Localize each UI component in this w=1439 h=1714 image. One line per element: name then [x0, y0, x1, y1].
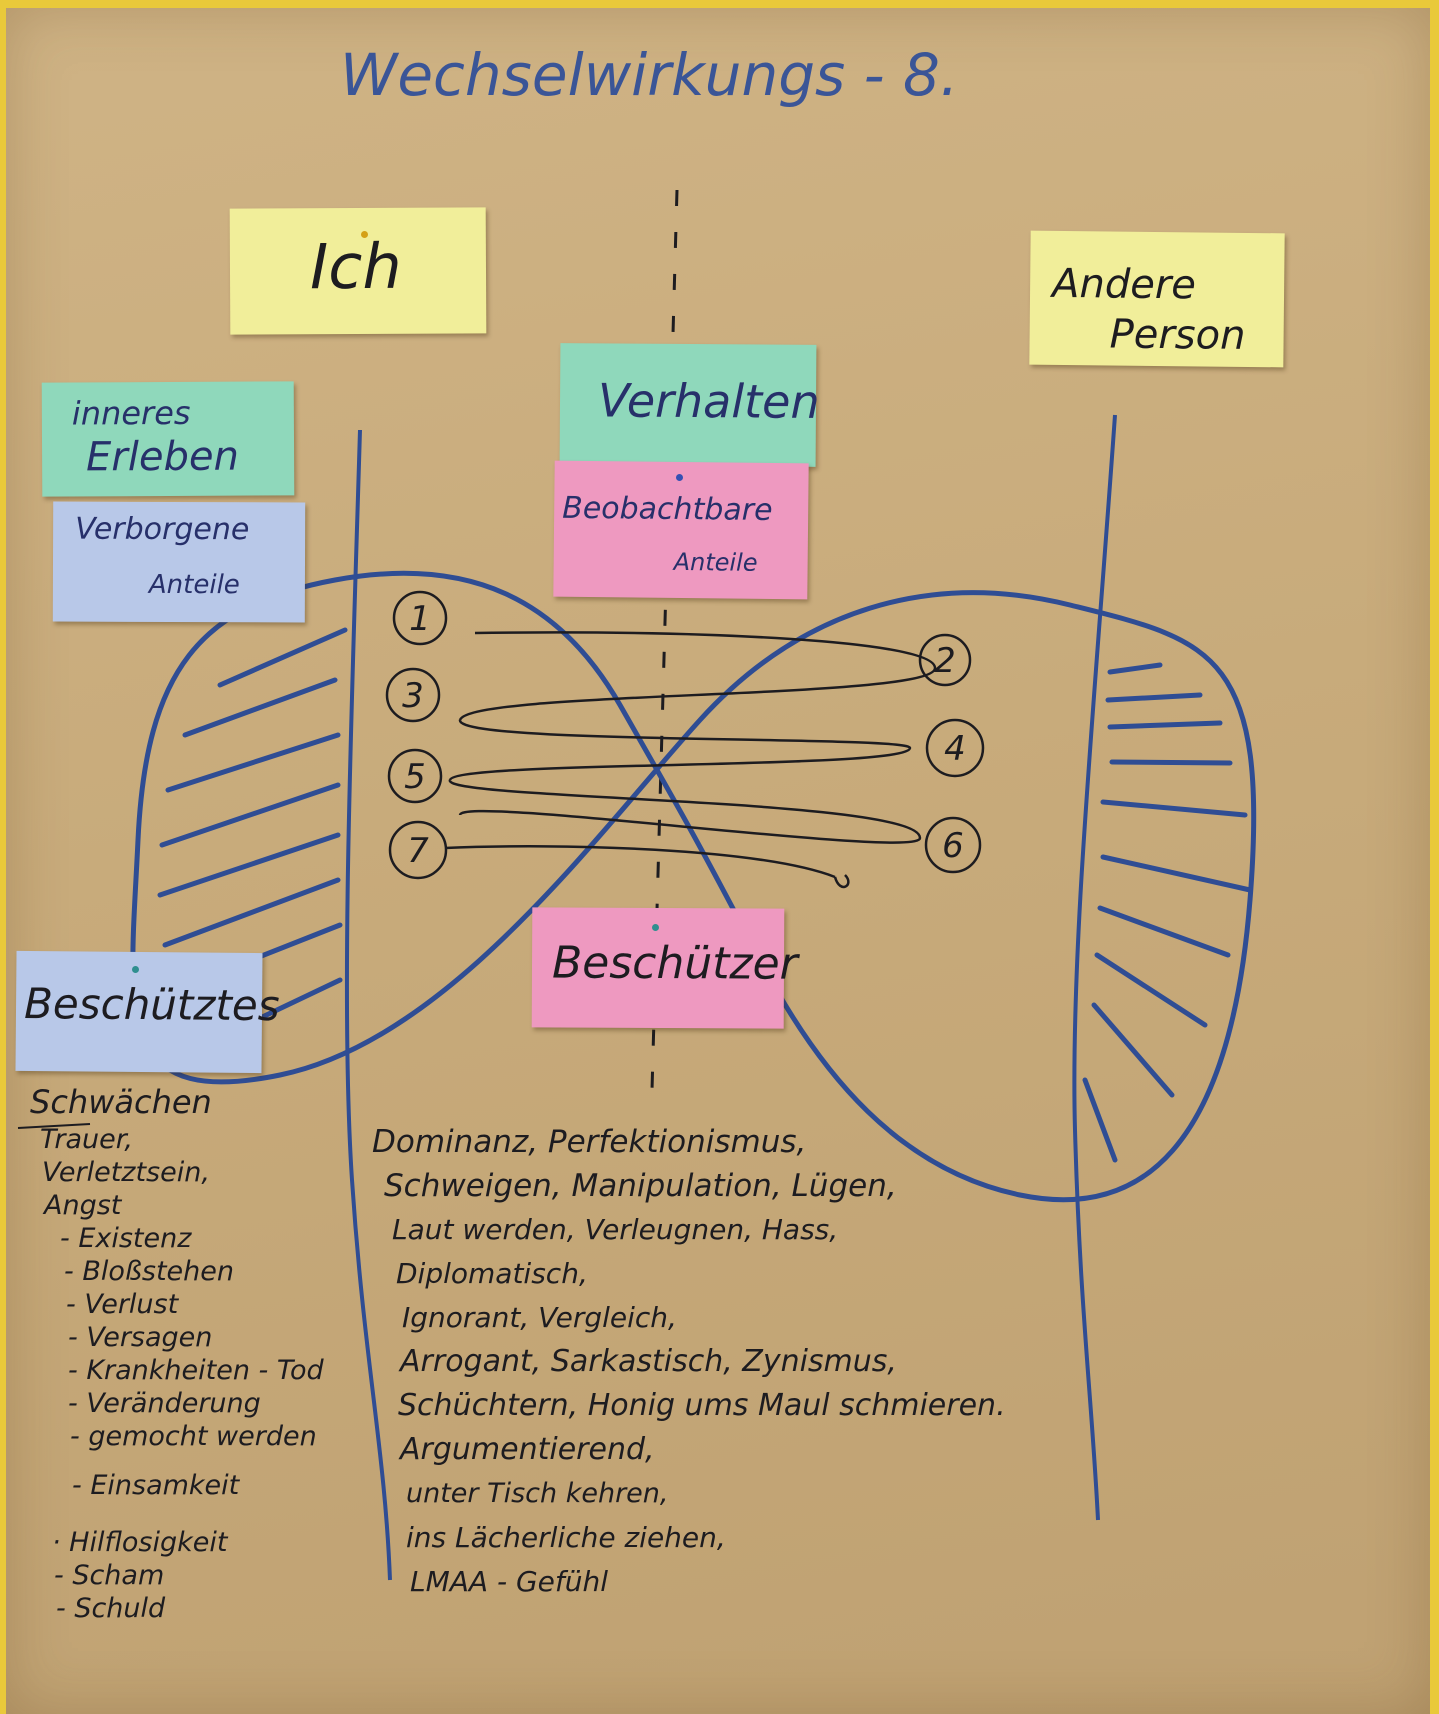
list-item: - Krankheiten - Tod [68, 1355, 324, 1386]
note-verhalten: Verhalten [559, 343, 820, 467]
loop-5-6 [448, 778, 922, 844]
number-1: 1 [409, 599, 431, 639]
right-hatching [1082, 662, 1253, 1163]
left-boundary-line [344, 429, 392, 1581]
circle-7 [388, 820, 448, 880]
list-item: Arrogant, Sarkastisch, Zynismus, [400, 1344, 897, 1379]
list-item: Dominanz, Perfektionismus, [372, 1124, 807, 1160]
list-item: unter Tisch kehren, [406, 1478, 669, 1509]
note-verhalten-label: Verhalten [597, 373, 820, 429]
loop-3-4 [448, 718, 912, 782]
note-beschuetztes: Beschütztes [15, 950, 280, 1074]
pin-teal [652, 924, 659, 931]
loop-1-2 [458, 631, 937, 721]
note-beobachtbare-line1: Beobachtbare [562, 490, 773, 528]
note-beobachtbare-anteile: Beobachtbare Anteile [553, 460, 809, 600]
diagram-title: Wechselwirkungs - 8. [340, 41, 958, 109]
list-item: - Bloßstehen [64, 1256, 234, 1287]
list-item: Ignorant, Vergleich, [402, 1301, 677, 1334]
number-5: 5 [404, 757, 426, 797]
list-item: Schweigen, Manipulation, Lügen, [384, 1168, 897, 1204]
list-item: Schüchtern, Honig ums Maul schmieren. [398, 1388, 1006, 1423]
list-item: - Versagen [68, 1322, 213, 1353]
list-item: - gemocht werden [70, 1421, 317, 1452]
circle-6 [924, 816, 982, 874]
list-item: - Verlust [66, 1289, 179, 1320]
number-2: 2 [934, 641, 956, 681]
note-andere-line2: Person [1109, 311, 1246, 359]
note-verborgene-anteile: Verborgene Anteile [52, 501, 306, 623]
list-item: Trauer, [40, 1124, 133, 1155]
note-inneres-erleben: inneres Erleben [41, 381, 295, 497]
number-7: 7 [407, 831, 429, 871]
note-verborgene-line2: Anteile [148, 569, 240, 601]
note-beobachtbare-line2: Anteile [673, 547, 758, 577]
list-item: · Hilflosigkeit [52, 1527, 228, 1558]
list-item: - Existenz [60, 1223, 192, 1254]
list-item: - Scham [54, 1560, 165, 1591]
note-verborgene-line1: Verborgene [75, 511, 250, 548]
circle-2 [918, 633, 972, 687]
number-3: 3 [402, 676, 424, 716]
pin-yellow [361, 231, 368, 238]
note-ich: Ich [229, 207, 487, 335]
schwaechen-underline [17, 1123, 91, 1129]
number-circles [385, 590, 985, 880]
right-boundary-line [1072, 414, 1117, 1521]
circle-3 [385, 667, 441, 723]
circle-4 [925, 718, 985, 778]
note-inneres-line2: Erleben [85, 433, 240, 481]
note-andere-person: Andere Person [1029, 230, 1285, 368]
number-labels: 1 2 3 4 5 6 7 [402, 599, 966, 871]
list-item: ins Lächerliche ziehen, [406, 1521, 726, 1554]
note-andere-line1: Andere [1051, 260, 1197, 309]
list-item: Diplomatisch, [396, 1257, 588, 1290]
list-item: Argumentierend, [400, 1432, 655, 1467]
number-4: 4 [944, 729, 966, 769]
list-item: - Veränderung [68, 1388, 261, 1419]
loop-end-hook [833, 874, 850, 889]
schwaechen-heading: Schwächen [30, 1083, 212, 1121]
list-item: - Einsamkeit [72, 1470, 240, 1501]
list-item: Angst [44, 1190, 122, 1221]
schwaechen-list: Schwächen Trauer, Verletztsein, Angst - … [30, 1086, 324, 1625]
list-item: Laut werden, Verleugnen, Hass, [392, 1213, 839, 1246]
list-item: - Schuld [56, 1593, 166, 1624]
pin-blue [676, 474, 683, 481]
list-item: LMAA - Gefühl [410, 1565, 609, 1598]
note-beschuetzer-label: Beschützer [551, 937, 798, 990]
circle-5 [387, 748, 443, 804]
note-inneres-line1: inneres [71, 393, 191, 433]
number-6: 6 [942, 826, 964, 866]
note-beschuetztes-label: Beschütztes [23, 978, 280, 1031]
loop-7-end [444, 845, 836, 879]
note-ich-label: Ich [309, 229, 402, 304]
list-item: Verletztsein, [42, 1157, 210, 1188]
circle-1 [392, 590, 448, 646]
beschuetzer-behaviour-list: Dominanz, Perfektionismus, Schweigen, Ma… [372, 1120, 1006, 1604]
interaction-loops [444, 631, 937, 889]
left-hatching [157, 627, 348, 1033]
pin-teal-2 [132, 966, 139, 973]
